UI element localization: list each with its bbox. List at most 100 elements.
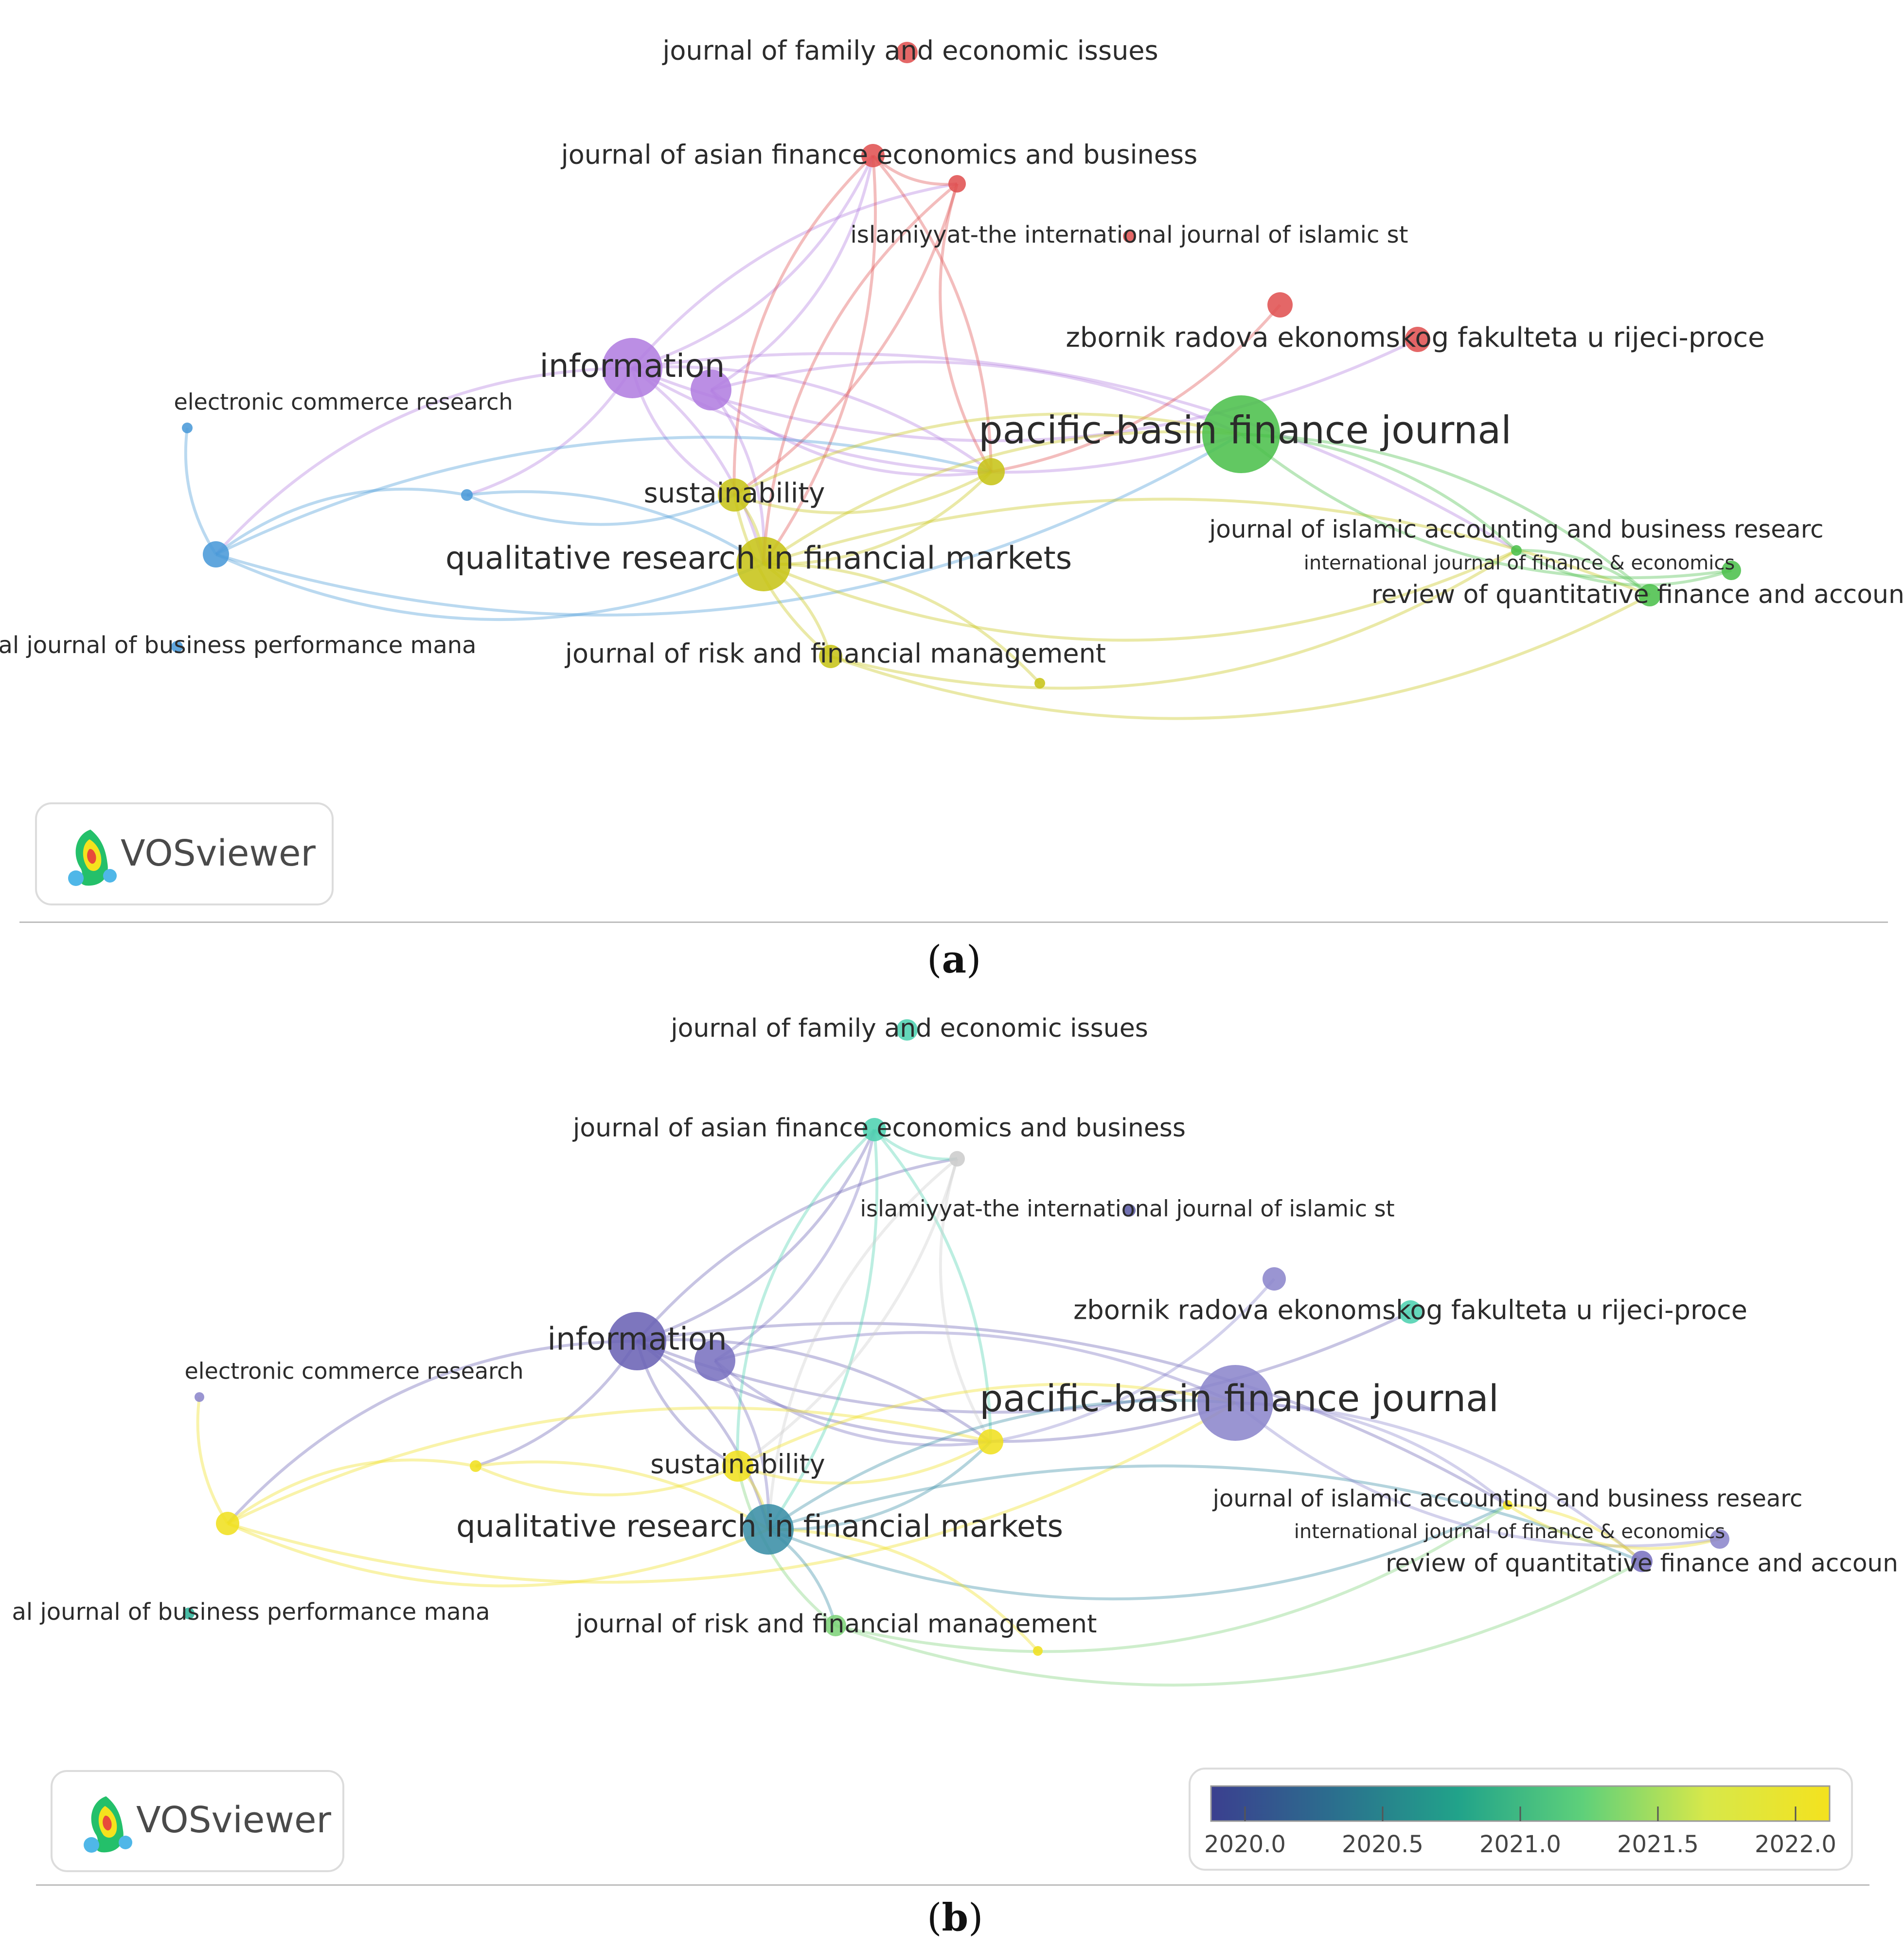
- node-islacc[interactable]: [1511, 545, 1522, 556]
- node-yellow3[interactable]: [1033, 1646, 1043, 1656]
- link-qual-yellow2: [768, 1440, 992, 1531]
- vosviewer-logo-icon: [84, 1796, 132, 1853]
- link-purple2-pacific: [714, 1331, 1236, 1404]
- link-red3-yellow2: [990, 1278, 1276, 1443]
- node-risk[interactable]: [819, 645, 842, 668]
- node-zbornik[interactable]: [1399, 1300, 1422, 1324]
- node-asian[interactable]: [863, 1118, 886, 1141]
- link-risk-sustain: [736, 1466, 836, 1627]
- network-map-b[interactable]: journal of family and economic issuesjou…: [0, 975, 1904, 1899]
- node-pacific[interactable]: [1197, 1365, 1273, 1441]
- link-information-bluehub: [466, 367, 634, 496]
- link-information-yellow2: [632, 365, 992, 473]
- node-ijfe[interactable]: [1710, 1529, 1729, 1549]
- link-information-qual: [631, 367, 765, 565]
- label-risk: journal of risk and financial management: [576, 1610, 1097, 1639]
- node-yellow2[interactable]: [978, 458, 1005, 485]
- link-blueleft-qual: [215, 553, 765, 621]
- link-purple2-yellow2: [714, 1359, 991, 1447]
- link-pacific-islacc: [1235, 1401, 1509, 1506]
- node-bizperf[interactable]: [183, 1608, 195, 1619]
- label-sustain: sustainability: [650, 1449, 825, 1480]
- link-blueleft-ecommerce: [184, 427, 217, 555]
- node-purple2[interactable]: [691, 370, 731, 410]
- node-information[interactable]: [608, 1312, 666, 1370]
- vosviewer-logo-box-b: VOSviewer: [51, 1770, 344, 1872]
- node-family[interactable]: [896, 42, 918, 63]
- legend-tick-label-3: 2021.5: [1617, 1831, 1699, 1858]
- node-islamiyyat[interactable]: [1123, 1204, 1136, 1217]
- node-zbornik[interactable]: [1405, 327, 1430, 352]
- link-bluehub-blueleft: [215, 487, 467, 556]
- node-islamiyyat[interactable]: [1123, 230, 1136, 243]
- node-rqfa[interactable]: [1638, 584, 1661, 606]
- link-risk-rqfa: [835, 1560, 1643, 1687]
- label-asian: journal of asian finance economics and b…: [561, 140, 1197, 170]
- node-ecommerce[interactable]: [195, 1392, 204, 1402]
- node-red2[interactable]: [948, 175, 966, 193]
- node-yellow2[interactable]: [978, 1429, 1003, 1454]
- network-map-a[interactable]: journal of family and economic issuesjou…: [0, 0, 1904, 924]
- link-blueleft-qual: [227, 1522, 769, 1588]
- node-information[interactable]: [602, 338, 662, 398]
- link-islacc-ijfe: [1507, 1504, 1720, 1550]
- node-yellow3[interactable]: [1034, 678, 1045, 689]
- node-qual[interactable]: [736, 537, 791, 591]
- node-family[interactable]: [896, 1019, 918, 1041]
- link-pacific-rqfa: [1241, 433, 1651, 597]
- node-red3[interactable]: [1267, 292, 1293, 318]
- node-bluehub[interactable]: [470, 1460, 481, 1472]
- link-qual-rqfa: [768, 1464, 1643, 1563]
- link-pacific-ijfe: [1240, 433, 1732, 580]
- link-purple2-pacific: [711, 360, 1242, 436]
- node-red2[interactable]: [949, 1151, 965, 1167]
- caption-b: (b): [927, 1895, 983, 1940]
- link-qual-pacific: [767, 1399, 1236, 1531]
- node-sustain[interactable]: [718, 478, 751, 512]
- node-asian[interactable]: [861, 144, 885, 167]
- node-blueleft[interactable]: [216, 1512, 239, 1535]
- node-bluehub[interactable]: [461, 489, 473, 501]
- node-islacc[interactable]: [1503, 1500, 1513, 1510]
- link-red3-yellow2: [991, 304, 1281, 473]
- link-asian-yellow2: [872, 155, 993, 472]
- node-ecommerce[interactable]: [182, 423, 193, 433]
- link-asian-yellow2: [873, 1129, 992, 1442]
- link-information-islacc: [637, 1322, 1509, 1506]
- link-red2-yellow2: [939, 1158, 992, 1443]
- link-blueleft-pacific: [215, 433, 1242, 617]
- link-sustain-pacific: [737, 1382, 1236, 1468]
- label-pacific: pacific-basin finance journal: [979, 408, 1512, 452]
- link-blueleft-pacific: [227, 1401, 1236, 1584]
- node-qual[interactable]: [743, 1504, 794, 1555]
- node-rqfa[interactable]: [1631, 1551, 1653, 1572]
- node-sustain[interactable]: [722, 1451, 753, 1482]
- node-risk[interactable]: [825, 1615, 846, 1636]
- link-purple2-asian: [710, 155, 874, 391]
- link-sustain-pacific: [733, 412, 1242, 496]
- link-qual-pacific: [763, 430, 1242, 566]
- node-blueleft[interactable]: [203, 541, 229, 567]
- node-purple2[interactable]: [694, 1340, 735, 1381]
- link-red2-qual: [762, 182, 958, 565]
- label-islamiyyat: islamiyyat-the international journal of …: [860, 1196, 1394, 1222]
- label-rqfa: review of quantitative finance and accou…: [1386, 1549, 1898, 1577]
- label-islacc: journal of islamic accounting and busine…: [1209, 515, 1823, 544]
- labels-group: journal of family and economic issuesjou…: [0, 35, 1904, 669]
- node-pacific[interactable]: [1202, 395, 1280, 473]
- vosviewer-logo-text: VOSviewer: [121, 832, 316, 874]
- legend-tick-label-0: 2020.0: [1204, 1831, 1286, 1858]
- link-yellow3-qual: [763, 562, 1041, 685]
- label-islacc: journal of islamic accounting and busine…: [1212, 1485, 1803, 1512]
- link-islacc-rqfa: [1507, 1504, 1643, 1563]
- node-red3[interactable]: [1263, 1267, 1286, 1291]
- label-bizperf: al journal of business performance mana: [0, 632, 477, 659]
- label-asian: journal of asian finance economics and b…: [572, 1114, 1186, 1143]
- label-bizperf: al journal of business performance mana: [12, 1598, 490, 1626]
- labels-group: journal of family and economic issuesjou…: [12, 1014, 1898, 1639]
- legend-tick-label-4: 2022.0: [1755, 1831, 1836, 1858]
- link-information-islacc: [632, 352, 1517, 552]
- node-ijfe[interactable]: [1722, 561, 1741, 580]
- node-bizperf[interactable]: [171, 641, 183, 653]
